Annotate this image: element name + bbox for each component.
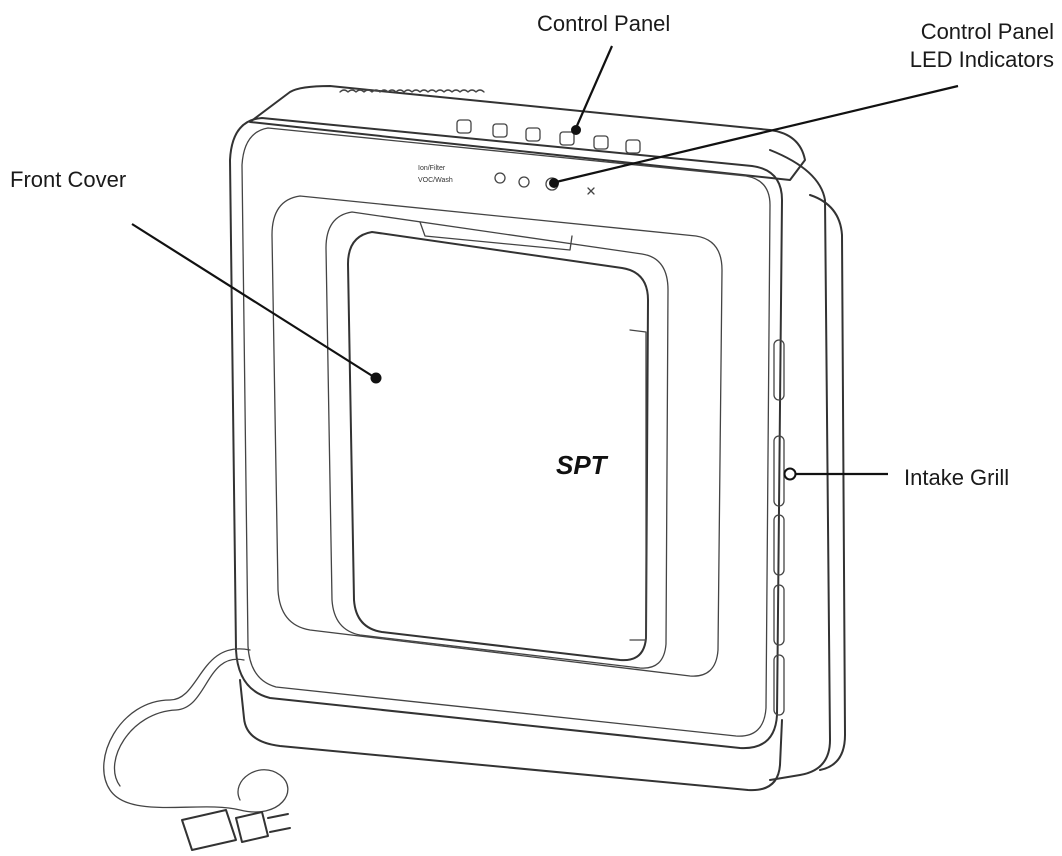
label-control-panel: Control Panel	[537, 11, 671, 36]
intake-grill-slots	[773, 339, 785, 716]
base	[239, 679, 783, 792]
power-cord	[103, 648, 289, 813]
leader-front-cover-dot	[370, 372, 382, 384]
leader-led-indicators	[555, 84, 959, 184]
front-cover-lip	[419, 221, 573, 251]
panel-text-row2: VOC/Wash	[418, 177, 453, 184]
side-body	[769, 149, 831, 781]
label-led-line1: Control Panel	[920, 19, 1054, 44]
front-frame-inner	[241, 127, 771, 737]
cover-rib	[629, 329, 647, 641]
brand-logo: SPT	[556, 450, 609, 480]
power-plug	[181, 809, 291, 851]
leader-intake-grill-dot	[783, 467, 797, 481]
top-ridges	[339, 89, 485, 93]
leader-control-panel-dot	[571, 125, 581, 135]
control-buttons	[456, 119, 641, 154]
top-panel	[249, 85, 806, 181]
recess-mid	[325, 211, 669, 669]
leader-led-dot	[549, 178, 559, 188]
front-frame-outer	[229, 117, 783, 750]
label-led-indicators: Control Panel LED Indicators	[910, 18, 1054, 74]
label-led-line2: LED Indicators	[909, 47, 1054, 72]
led-indicators	[494, 172, 595, 195]
recess-outer	[271, 195, 723, 677]
front-cover-panel	[347, 231, 649, 662]
power-cord-inner	[114, 658, 245, 787]
leader-control-panel	[574, 45, 614, 129]
side-back-edge	[809, 194, 846, 771]
leader-front-cover	[131, 223, 375, 378]
panel-text-row1: Ion/Filter	[418, 165, 446, 172]
label-front-cover: Front Cover	[10, 167, 127, 192]
label-intake-grill: Intake Grill	[904, 465, 1010, 490]
